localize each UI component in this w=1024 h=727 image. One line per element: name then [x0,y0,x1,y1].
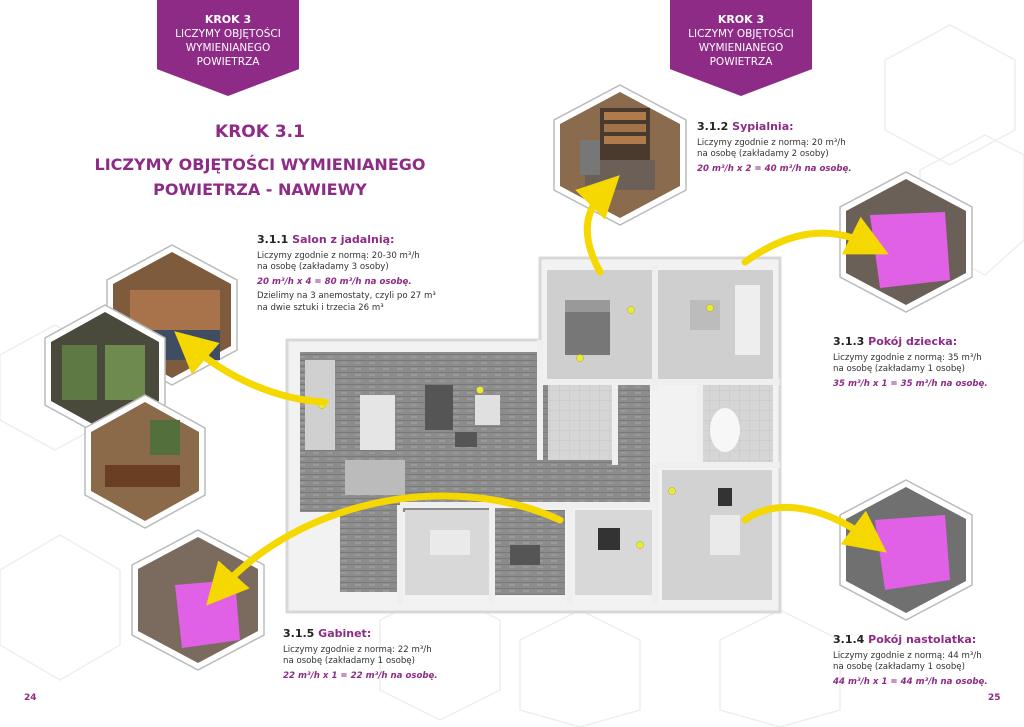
office-thumbnail [131,529,265,671]
room-desc: Liczymy zgodnie z normą: 35 m³/h [833,352,982,363]
room-note: Dzielimy na 3 anemostaty, czyli po 27 m³ [257,291,436,301]
subtitle-line: POWIETRZA - NAWIEWY [153,180,367,199]
bedroom-thumbnail [553,84,687,226]
room-block-gabinet: 3.1.5 Gabinet: Liczymy zgodnie z normą: … [283,628,473,682]
dining-table [360,395,395,450]
room-number: 3.1.1 [257,233,289,246]
dining-thumbnail-2 [84,394,206,529]
page-number-right: 25 [988,693,1001,703]
room-desc: Liczymy zgodnie z normą: 20-30 m³/h [257,250,420,261]
room-block-salon: 3.1.1 Salon z jadalnią: Liczymy zgodnie … [257,234,467,314]
room-equation: 20 m³/h x 2 = 40 m³/h na osobę. [697,163,852,174]
room-desc: na osobę (zakładamy 2 osoby) [697,149,829,159]
banner-line: LICZYMY OBJĘTOŚCI [688,28,794,40]
office-floor [575,510,655,595]
room-equation: 20 m³/h x 4 = 80 m³/h na osobę. [257,276,412,287]
room-name: Pokój nastolatka: [868,633,977,646]
sofa [425,385,453,430]
room-desc: Liczymy zgodnie z normą: 22 m³/h [283,644,432,655]
banner-line: POWIETRZA [196,56,260,68]
room-note: na dwie sztuki i trzecia 26 m³ [257,302,384,313]
room-equation: 22 m³/h x 1 = 22 m³/h na osobę. [283,670,438,681]
room-block-sypialnia: 3.1.2 Sypialnia: Liczymy zgodnie z normą… [697,121,887,175]
subtitle-line: LICZYMY OBJĘTOŚCI WYMIENIANEGO [94,155,426,174]
banner-line: WYMIENIANEGO [698,42,784,54]
room-equation: 35 m³/h x 1 = 35 m³/h na osobę. [833,378,988,389]
room-equation: 44 m³/h x 1 = 44 m³/h na osobę. [833,676,988,687]
bathtub [710,408,740,452]
room-number: 3.1.3 [833,335,865,348]
child-room-thumbnail [839,171,973,313]
page-title: KROK 3.1 [215,122,305,142]
teen-room-thumbnail [839,479,973,621]
room-desc: na osobę (zakładamy 3 osoby) [257,262,389,272]
room-number: 3.1.5 [283,627,315,640]
room-block-nastolatek: 3.1.4 Pokój nastolatka: Liczymy zgodnie … [833,634,1018,688]
room-desc: na osobę (zakładamy 1 osobę) [833,662,965,672]
banner-line: WYMIENIANEGO [185,42,271,54]
room-name: Pokój dziecka: [868,335,958,348]
banner-line: POWIETRZA [709,56,773,68]
airflow-arrows [174,175,889,606]
banner-line: LICZYMY OBJĘTOŚCI [175,28,281,40]
page-subtitle: LICZYMY OBJĘTOŚCI WYMIENIANEGO POWIETRZA… [50,152,470,202]
page-number-left: 24 [24,693,37,703]
room-number: 3.1.2 [697,120,729,133]
building-outline [285,256,782,614]
banner-step: KROK 3 [204,13,252,26]
room-name: Sypialnia: [732,120,794,133]
room-desc: na osobę (zakładamy 1 osobę) [283,656,415,666]
room-desc: na osobę (zakładamy 1 osobę) [833,364,965,374]
room-desc: Liczymy zgodnie z normą: 20 m³/h [697,137,846,148]
room-number: 3.1.4 [833,633,865,646]
living-room-floor [300,352,540,512]
room-name: Gabinet: [318,627,372,640]
room-desc: Liczymy zgodnie z normą: 44 m³/h [833,650,982,661]
room-block-dziecko: 3.1.3 Pokój dziecka: Liczymy zgodnie z n… [833,336,1018,390]
banner-step: KROK 3 [717,13,765,26]
room-name: Salon z jadalnią: [292,233,395,246]
